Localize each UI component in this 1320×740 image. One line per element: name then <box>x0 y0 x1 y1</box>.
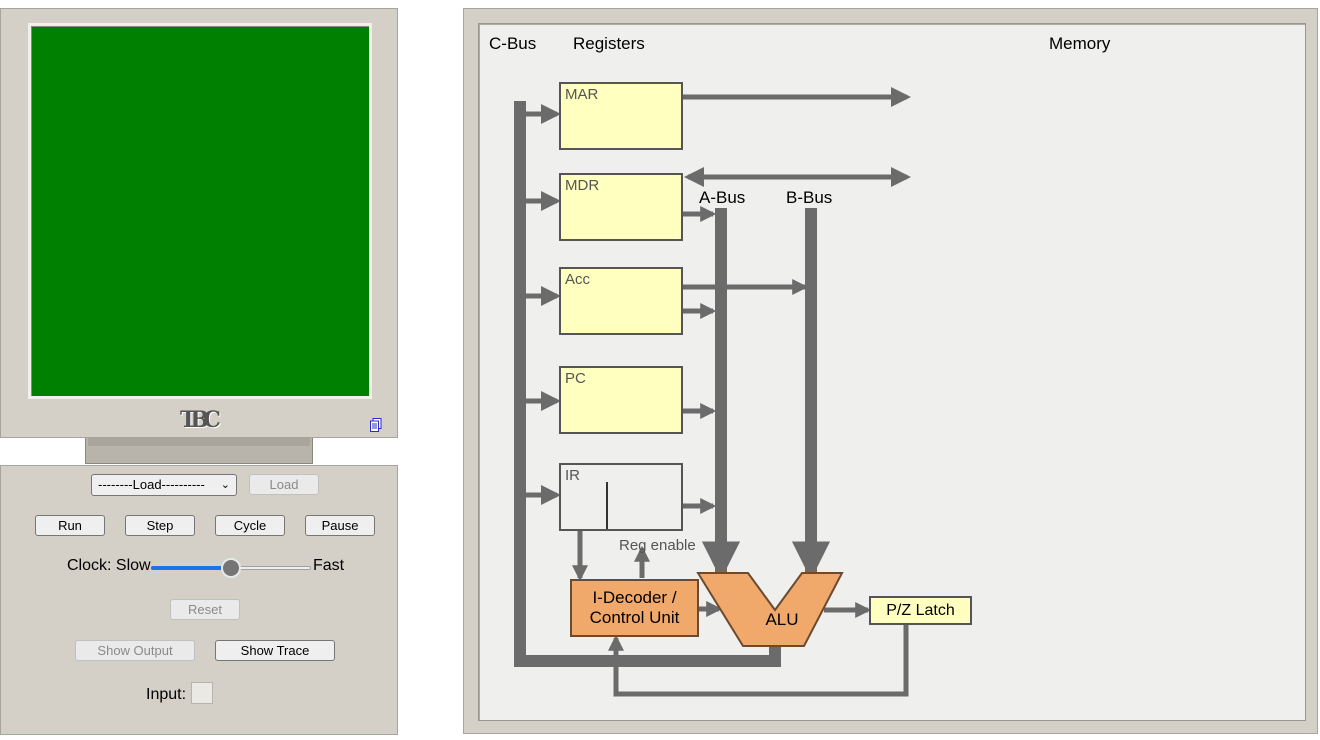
input-field[interactable] <box>191 682 213 704</box>
chevron-down-icon: ⌄ <box>220 479 230 491</box>
load-program-select[interactable]: --------Load---------- ⌄ <box>91 474 237 496</box>
clock-fast-label: Fast <box>313 557 345 574</box>
cycle-button[interactable]: Cycle <box>215 515 285 536</box>
pz-latch: P/Z Latch <box>869 596 972 625</box>
abus-label: A-Bus <box>699 188 746 207</box>
clock-slider-thumb[interactable] <box>221 558 241 578</box>
output-screen <box>28 23 372 399</box>
instruction-decoder-control-unit: I-Decoder / Control Unit <box>570 579 699 637</box>
bbus-label: B-Bus <box>786 188 833 207</box>
alu-label: ALU <box>765 610 799 629</box>
register-mdr: MDR <box>559 173 683 241</box>
register-mar-label: MAR <box>565 86 599 103</box>
datapath-panel: C-Bus Registers Memory MAR MDR Acc PC IR… <box>463 8 1318 734</box>
registers-header: Registers <box>573 34 645 53</box>
show-trace-button[interactable]: Show Trace <box>215 640 335 661</box>
clock-slow-label: Clock: Slow <box>67 557 151 574</box>
monitor-stand <box>85 438 313 464</box>
clock-slider-fill <box>151 566 231 570</box>
register-mdr-label: MDR <box>565 177 600 194</box>
register-acc: Acc <box>559 267 683 335</box>
tbc-logo: TBC <box>180 407 221 433</box>
register-mar: MAR <box>559 82 683 150</box>
register-ir-label: IR <box>565 467 580 484</box>
run-button[interactable]: Run <box>35 515 105 536</box>
load-button[interactable]: Load <box>249 474 319 495</box>
reset-button[interactable]: Reset <box>170 599 240 620</box>
decoder-line-2: Control Unit <box>589 608 680 627</box>
register-pc: PC <box>559 366 683 434</box>
register-acc-label: Acc <box>565 271 591 288</box>
alu-shape <box>696 572 844 647</box>
control-panel: --------Load---------- ⌄ Load Run Step C… <box>0 465 398 735</box>
bus-wiring <box>514 87 911 697</box>
step-button[interactable]: Step <box>125 515 195 536</box>
monitor: TBC <box>0 8 398 438</box>
memory-header: Memory <box>1049 34 1111 53</box>
cbus-header: C-Bus <box>489 34 537 53</box>
input-label: Input: <box>146 686 187 703</box>
show-output-button[interactable]: Show Output <box>75 640 195 661</box>
register-ir: IR <box>559 463 683 531</box>
decoder-line-1: I-Decoder / <box>592 588 677 607</box>
copy-icon[interactable] <box>370 418 382 432</box>
pause-button[interactable]: Pause <box>305 515 375 536</box>
datapath-diagram: C-Bus Registers Memory MAR MDR Acc PC IR… <box>478 23 1306 721</box>
register-pc-label: PC <box>565 370 586 387</box>
reg-enable-label: Reg enable <box>619 537 696 554</box>
load-select-value: --------Load---------- <box>98 477 205 492</box>
